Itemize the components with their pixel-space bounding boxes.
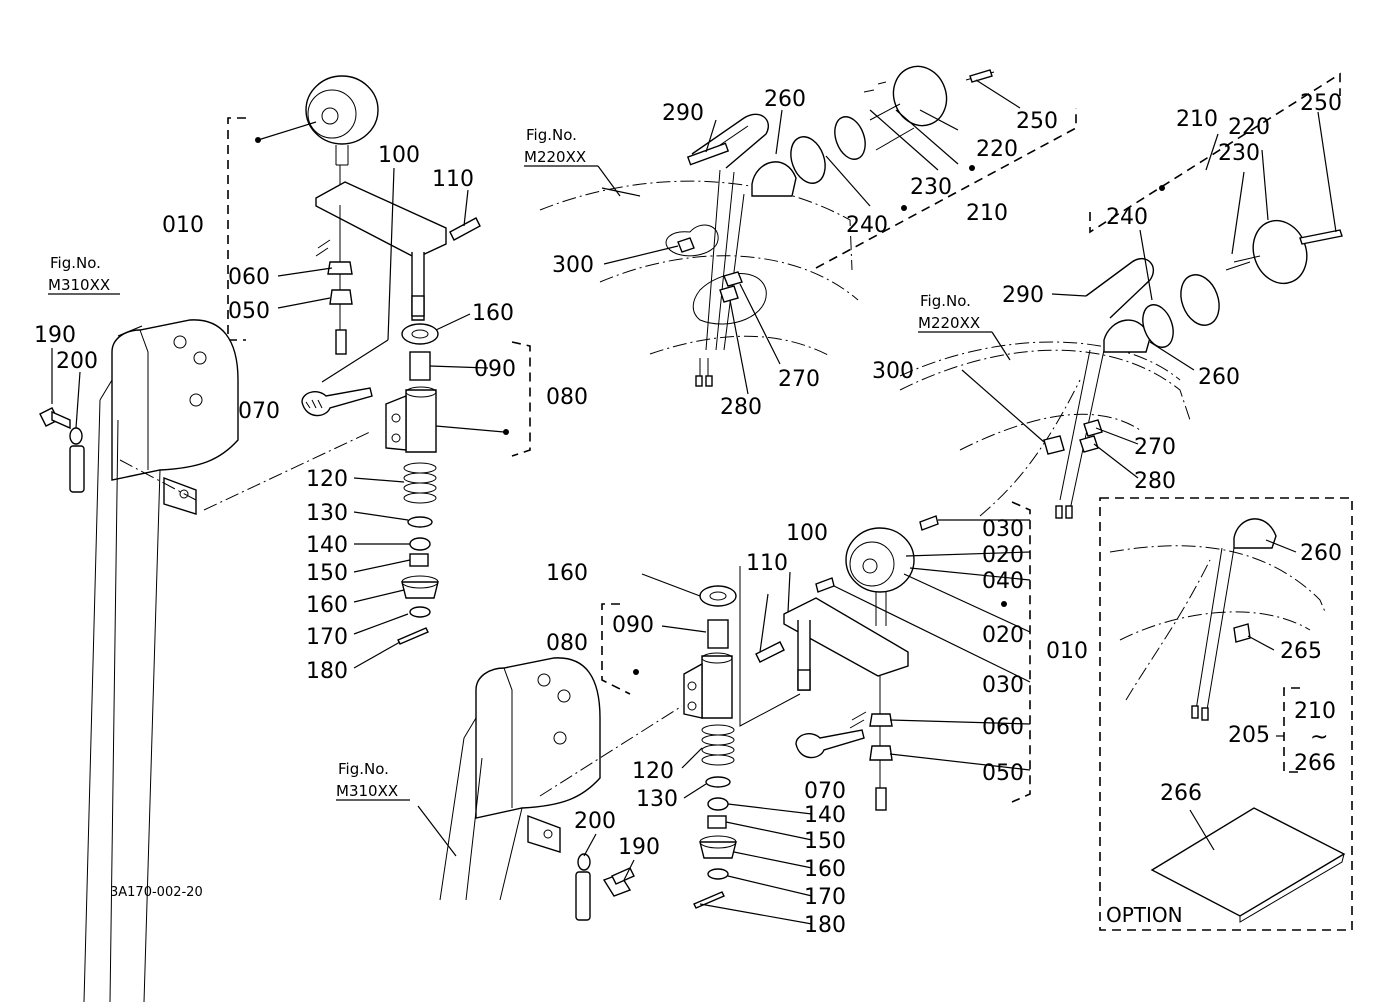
fig-ref-label: Fig.No.: [526, 126, 577, 144]
label-170: 170: [306, 625, 348, 650]
label-205: 205: [1228, 723, 1270, 748]
label-200: 200: [56, 349, 98, 374]
label-150: 150: [804, 829, 846, 854]
label-130: 130: [306, 501, 348, 526]
top-center-assembly: [539, 65, 1077, 387]
label-020: 020: [982, 623, 1024, 648]
label-170: 170: [804, 885, 846, 910]
fig-ref-number: M310XX: [48, 276, 110, 294]
label-160: 160: [306, 593, 348, 618]
label-290: 290: [1002, 283, 1044, 308]
label-230: 230: [1218, 141, 1260, 166]
label-020: 020: [982, 543, 1024, 568]
reference-dots: [255, 137, 1165, 675]
fig-ref-label: Fig.No.: [50, 254, 101, 272]
label-100: 100: [786, 521, 828, 546]
label-050: 050: [982, 761, 1024, 786]
label-220: 220: [976, 137, 1018, 162]
right-upper-assembly: [899, 72, 1343, 519]
label-050: 050: [228, 299, 270, 324]
label-180: 180: [804, 913, 846, 938]
label-240: 240: [1106, 205, 1148, 230]
label-270: 270: [1134, 435, 1176, 460]
label-160: 160: [804, 857, 846, 882]
label-230: 230: [910, 175, 952, 200]
left-upper-assembly: [227, 75, 531, 645]
label-110: 110: [746, 551, 788, 576]
label-040: 040: [982, 569, 1024, 594]
label-160: 160: [472, 301, 514, 326]
label-120: 120: [632, 759, 674, 784]
label-270: 270: [778, 367, 820, 392]
fig-ref-label: Fig.No.: [338, 760, 389, 778]
leader-lines: [51, 79, 1337, 925]
label-260: 260: [764, 87, 806, 112]
label-210: 210: [1294, 699, 1336, 724]
option-title: OPTION: [1106, 903, 1183, 927]
label-010: 010: [1046, 639, 1088, 664]
label-180: 180: [306, 659, 348, 684]
label-300: 300: [872, 359, 914, 384]
fig-ref-number: M310XX: [336, 782, 398, 800]
label-140: 140: [804, 803, 846, 828]
drawing-code: 3A170-002-20: [110, 885, 203, 900]
label-060: 060: [982, 715, 1024, 740]
figure-references: Fig.No. M310XX Fig.No. M220XX Fig.No. M2…: [48, 126, 1011, 801]
label-250: 250: [1016, 109, 1058, 134]
label-266: 266: [1294, 751, 1336, 776]
fig-ref-number: M220XX: [918, 314, 980, 332]
label-290: 290: [662, 101, 704, 126]
option-box: [1099, 497, 1353, 931]
label-080: 080: [546, 385, 588, 410]
label-080: 080: [546, 631, 588, 656]
label-210: 210: [1176, 107, 1218, 132]
label-190: 190: [618, 835, 660, 860]
label-070: 070: [804, 779, 846, 804]
label-210: 210: [966, 201, 1008, 226]
fig-ref-number: M220XX: [524, 148, 586, 166]
label-030: 030: [982, 517, 1024, 542]
lamp-body-center: [845, 527, 915, 593]
label-090: 090: [612, 613, 654, 638]
label-130: 130: [636, 787, 678, 812]
left-frame-upper: [39, 319, 371, 1002]
label-250: 250: [1300, 91, 1342, 116]
label-280: 280: [720, 395, 762, 420]
label-280: 280: [1134, 469, 1176, 494]
manual-sheet: [1150, 807, 1346, 917]
label-260: 260: [1198, 365, 1240, 390]
label-260: 260: [1300, 541, 1342, 566]
label-240: 240: [846, 213, 888, 238]
label-200: 200: [574, 809, 616, 834]
label-030: 030: [982, 673, 1024, 698]
label-140: 140: [306, 533, 348, 558]
label-160: 160: [546, 561, 588, 586]
label-110: 110: [432, 167, 474, 192]
label-150: 150: [306, 561, 348, 586]
label-120: 120: [306, 467, 348, 492]
label-266: 266: [1160, 781, 1202, 806]
label-070: 070: [238, 399, 280, 424]
label-060: 060: [228, 265, 270, 290]
label-090: 090: [474, 357, 516, 382]
label-265: 265: [1280, 639, 1322, 664]
label-tilde: ~: [1310, 725, 1328, 750]
label-220: 220: [1228, 115, 1270, 140]
label-300: 300: [552, 253, 594, 278]
fig-ref-label: Fig.No.: [920, 292, 971, 310]
part-labels: 010 060 050 100 110 160 090 080 070 120 …: [34, 87, 1342, 938]
label-100: 100: [378, 143, 420, 168]
label-190: 190: [34, 323, 76, 348]
left-frame-lower: [439, 657, 683, 921]
label-010: 010: [162, 213, 204, 238]
lamp-body-left: [305, 75, 379, 145]
